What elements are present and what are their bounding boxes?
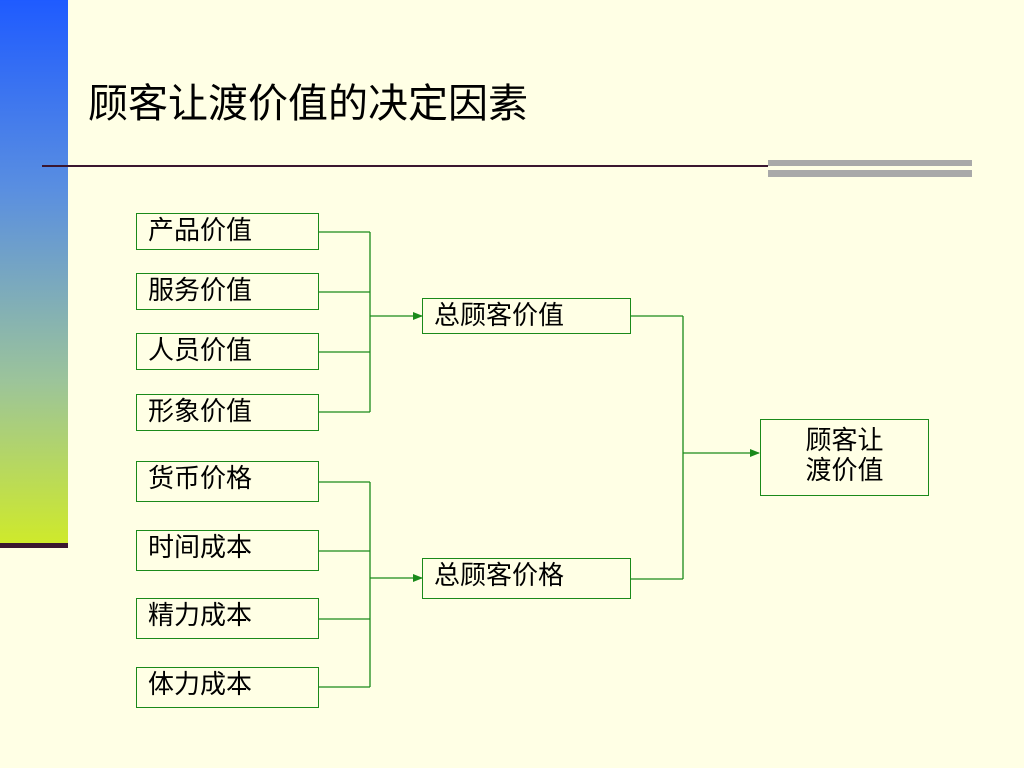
product-value-box: 产品价值 xyxy=(136,213,319,250)
title-rule-accent xyxy=(768,160,972,177)
energy-cost-box: 精力成本 xyxy=(136,598,319,639)
image-value-box: 形象价值 xyxy=(136,394,319,431)
monetary-price-box: 货币价格 xyxy=(136,461,319,502)
result-line-1: 顾客让 xyxy=(805,426,884,456)
service-value-box: 服务价值 xyxy=(136,273,319,310)
total-customer-value-box: 总顾客价值 xyxy=(422,298,631,334)
side-decor-bar xyxy=(0,0,68,545)
personnel-value-box: 人员价值 xyxy=(136,333,319,370)
physical-cost-box: 体力成本 xyxy=(136,667,319,708)
slide-title: 顾客让渡价值的决定因素 xyxy=(88,81,528,127)
side-decor-bar-foot xyxy=(0,543,68,548)
time-cost-box: 时间成本 xyxy=(136,530,319,571)
title-rule xyxy=(42,165,972,167)
total-customer-cost-box: 总顾客价格 xyxy=(422,558,631,599)
customer-delivered-value-box: 顾客让 渡价值 xyxy=(760,419,929,496)
result-line-2: 渡价值 xyxy=(805,456,884,486)
